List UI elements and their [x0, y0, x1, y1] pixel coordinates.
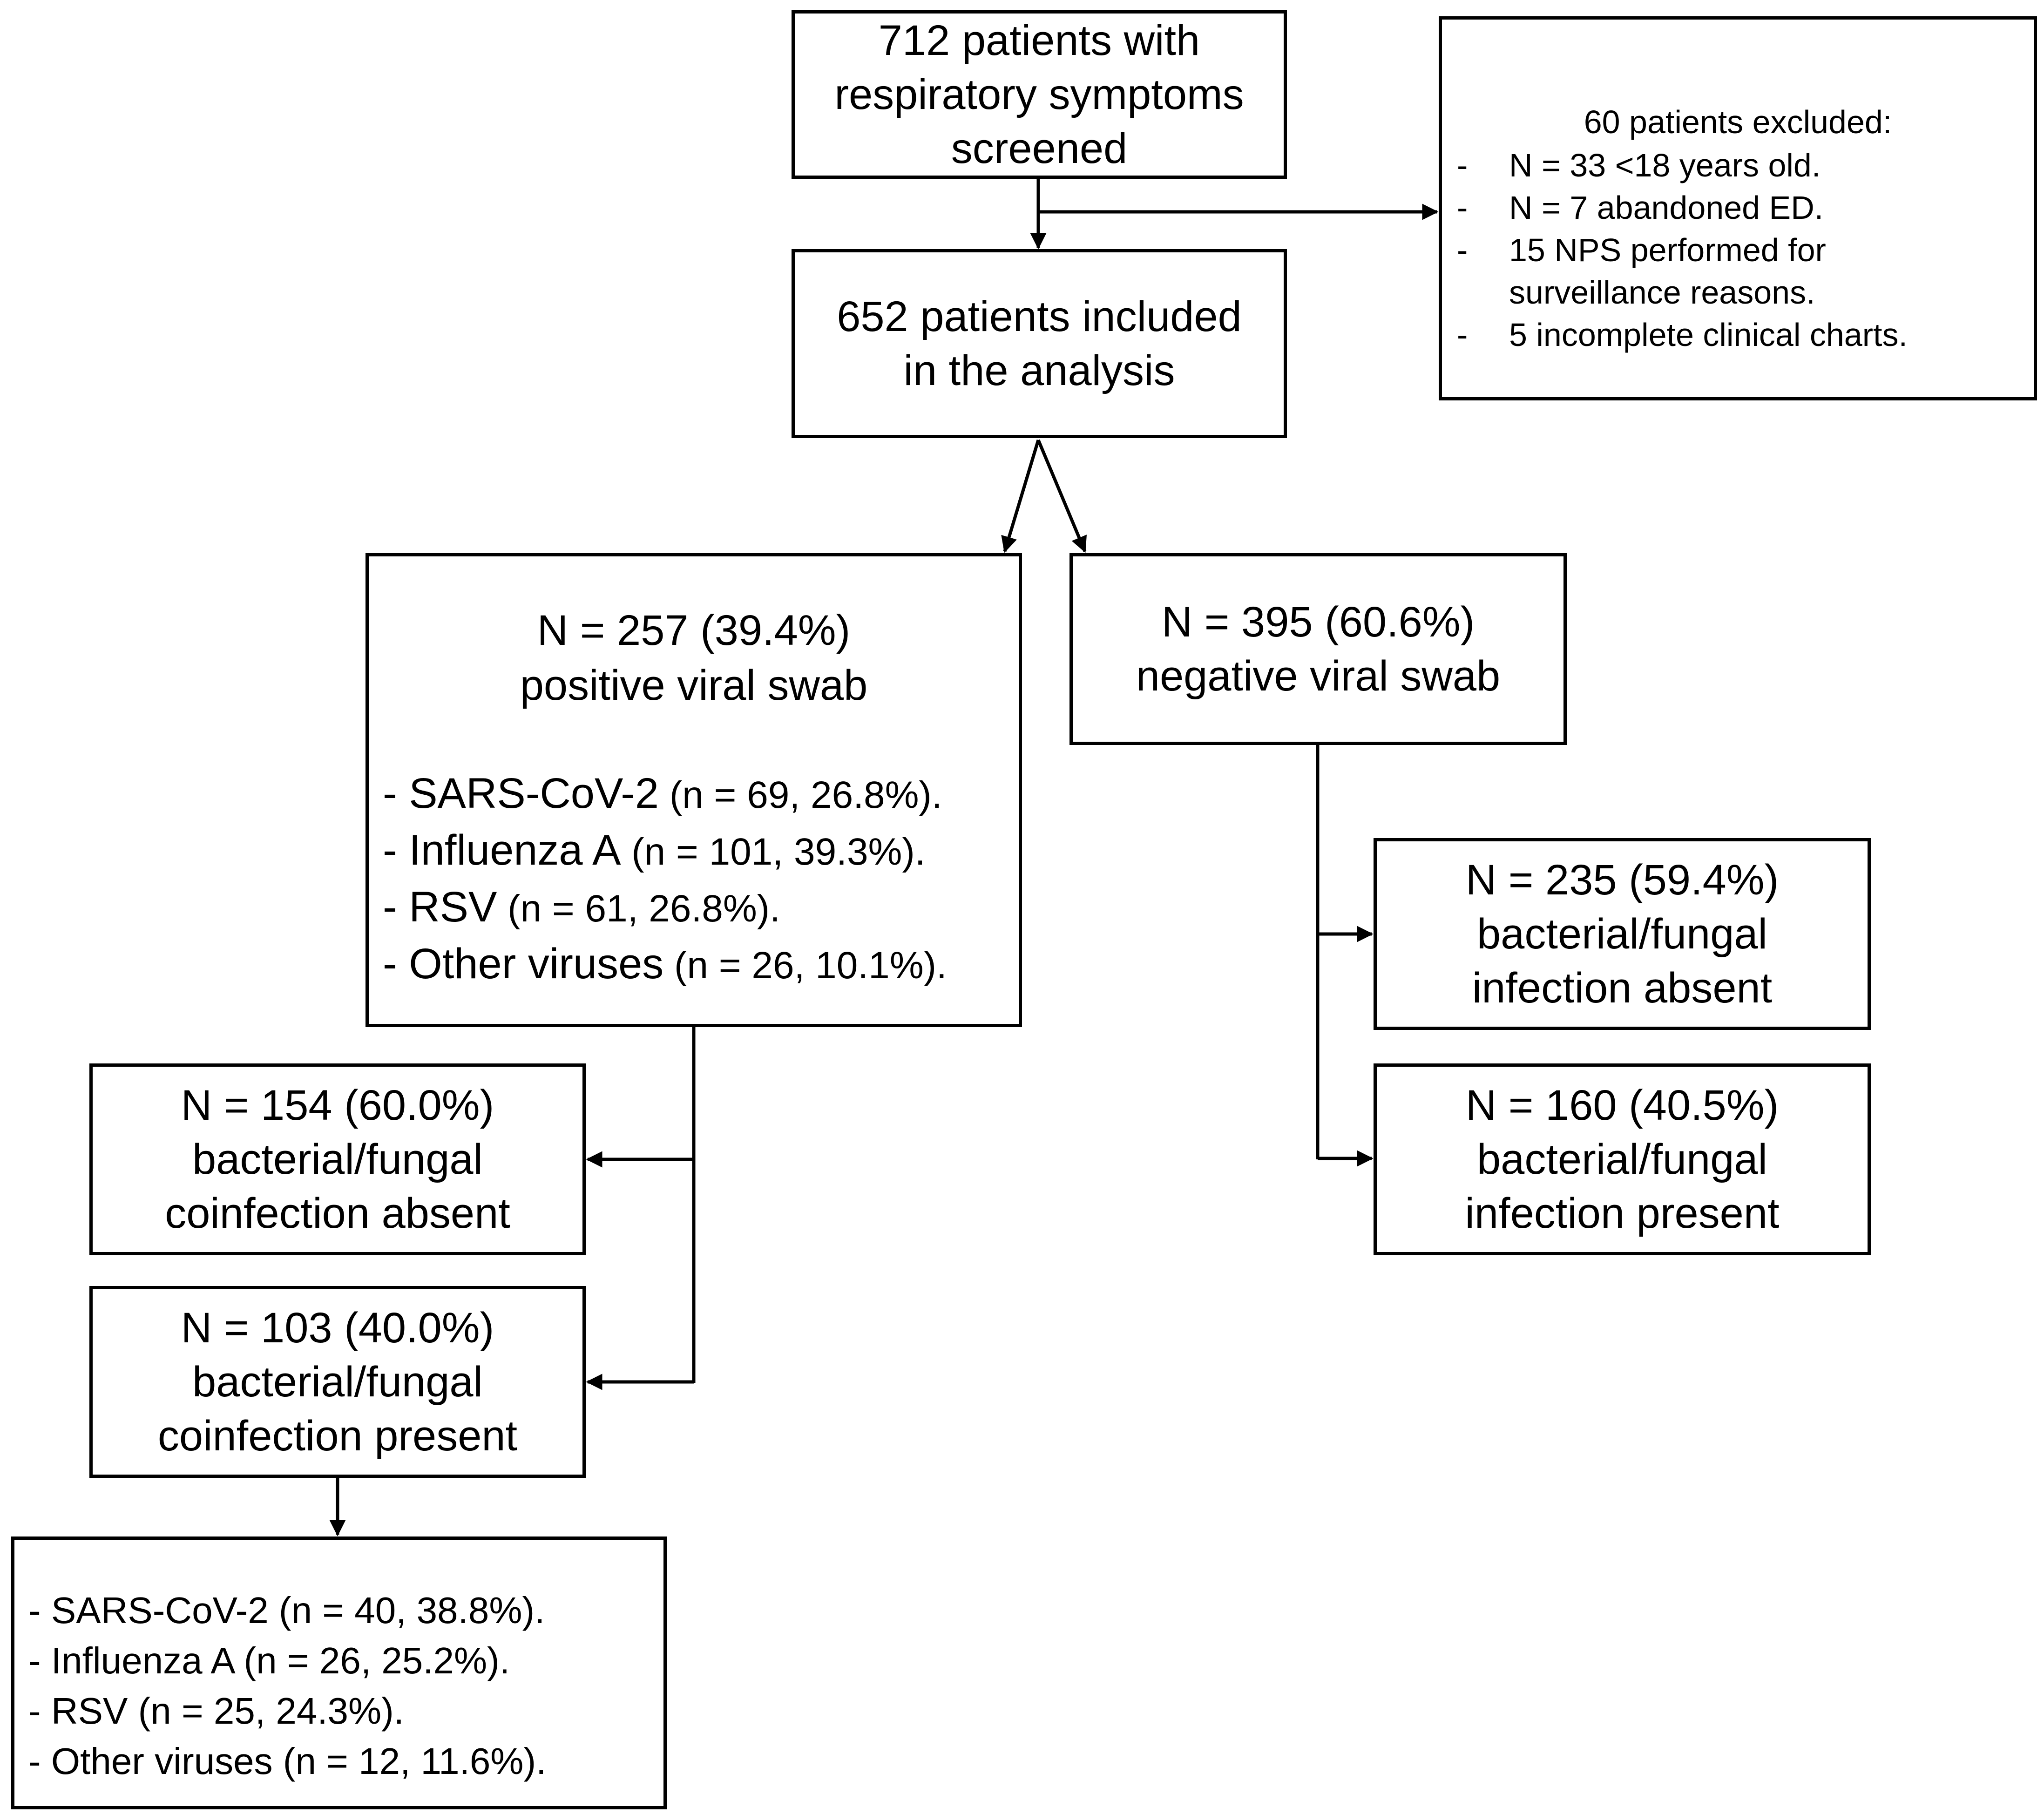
infection-present-count: N = 160 (40.5%)	[1465, 1082, 1779, 1129]
excluded-item: - N = 33 <18 years old.	[1457, 144, 1908, 187]
excluded-item-text: 5 incomplete clinical charts.	[1509, 317, 1908, 353]
virus-item: - SARS-CoV-2 (n = 69, 26.8%).	[383, 766, 947, 823]
coinfection-virus-item: - Other viruses (n = 12, 11.6%).	[28, 1740, 547, 1782]
positive-label: positive viral swab	[520, 662, 868, 709]
infection-absent-line-2: bacterial/fungal	[1477, 910, 1767, 958]
excluded-item-text: N = 33 <18 years old.	[1509, 147, 1821, 183]
excluded-bullet: -	[1457, 147, 1468, 183]
negative-label: negative viral swab	[1136, 652, 1501, 700]
excluded-bullet: -	[1457, 232, 1468, 268]
coinfection-virus-item: - RSV (n = 25, 24.3%).	[28, 1690, 405, 1732]
screened-line-3: screened	[951, 125, 1128, 172]
infection-present-line-2: bacterial/fungal	[1477, 1136, 1767, 1183]
excluded-item-text: N = 7 abandoned ED.	[1509, 190, 1824, 226]
excluded-item-continued: surveillance reasons.	[1457, 271, 1908, 314]
screened-line-1: 712 patients with	[878, 17, 1200, 64]
excluded-bullet: -	[1457, 190, 1468, 226]
coinfection-present-box: N = 103 (40.0%) bacterial/fungal coinfec…	[89, 1286, 586, 1478]
coinfection-virus-item: - Influenza A (n = 26, 25.2%).	[28, 1640, 510, 1681]
infection-absent-line-3: infection absent	[1472, 964, 1773, 1012]
coinfection-virus-list: - SARS-CoV-2 (n = 40, 38.8%). - Influenz…	[28, 1585, 546, 1787]
virus-stat: (n = 101, 39.3%).	[621, 831, 926, 873]
screened-box: 712 patients with respiratory symptoms s…	[792, 10, 1287, 179]
virus-item: - Other viruses (n = 26, 10.1%).	[383, 936, 947, 993]
virus-name: - Other viruses	[383, 940, 664, 988]
coinfection-absent-box: N = 154 (60.0%) bacterial/fungal coinfec…	[89, 1063, 586, 1255]
screened-line-2: respiratory symptoms	[834, 71, 1244, 118]
infection-absent-count: N = 235 (59.4%)	[1465, 856, 1779, 904]
virus-name: - SARS-CoV-2	[383, 770, 659, 817]
virus-stat: (n = 69, 26.8%).	[659, 774, 942, 816]
excluded-list: - N = 33 <18 years old. - N = 7 abandone…	[1457, 144, 1908, 356]
excluded-bullet: -	[1457, 317, 1468, 353]
excluded-item-text: 15 NPS performed for	[1509, 232, 1826, 268]
coinfection-absent-line-3: coinfection absent	[165, 1190, 510, 1237]
coinfection-present-count: N = 103 (40.0%)	[181, 1304, 494, 1352]
positive-header: N = 257 (39.4%) positive viral swab	[369, 603, 1019, 713]
excluded-item: - N = 7 abandoned ED.	[1457, 187, 1908, 229]
included-line-2: in the analysis	[903, 347, 1175, 394]
positive-swab-box: N = 257 (39.4%) positive viral swab - SA…	[365, 553, 1022, 1027]
excluded-box: 60 patients excluded: - N = 33 <18 years…	[1439, 16, 2037, 400]
virus-stat: (n = 61, 26.8%).	[497, 887, 780, 930]
negative-swab-box: N = 395 (60.6%) negative viral swab	[1069, 553, 1567, 745]
arrow-included-to-negative	[1036, 439, 1087, 553]
coinfection-present-line-3: coinfection present	[157, 1412, 518, 1460]
infection-present-line-3: infection present	[1465, 1190, 1780, 1237]
virus-item: - RSV (n = 61, 26.8%).	[383, 880, 947, 936]
coinfection-absent-count: N = 154 (60.0%)	[181, 1082, 494, 1129]
coinfection-virus-item: - SARS-CoV-2 (n = 40, 38.8%).	[28, 1590, 545, 1631]
excluded-bullet-spacer	[1457, 271, 1509, 314]
excluded-item: - 5 incomplete clinical charts.	[1457, 314, 1908, 356]
negative-count: N = 395 (60.6%)	[1161, 598, 1475, 646]
virus-name: - Influenza A	[383, 826, 621, 874]
virus-stat: (n = 26, 10.1%).	[663, 944, 947, 987]
coinfection-virus-box: - SARS-CoV-2 (n = 40, 38.8%). - Influenz…	[11, 1536, 667, 1809]
coinfection-present-line-2: bacterial/fungal	[192, 1358, 483, 1406]
infection-absent-box: N = 235 (59.4%) bacterial/fungal infecti…	[1374, 838, 1871, 1030]
excluded-item-text: surveillance reasons.	[1509, 274, 1815, 311]
excluded-item: - 15 NPS performed for	[1457, 229, 1908, 271]
infection-present-box: N = 160 (40.5%) bacterial/fungal infecti…	[1374, 1063, 1871, 1255]
arrow-included-to-positive	[1001, 439, 1040, 553]
virus-name: - RSV	[383, 883, 497, 931]
virus-item: - Influenza A (n = 101, 39.3%).	[383, 823, 947, 880]
positive-count: N = 257 (39.4%)	[537, 607, 851, 654]
coinfection-absent-line-2: bacterial/fungal	[192, 1136, 483, 1183]
positive-virus-list: - SARS-CoV-2 (n = 69, 26.8%). - Influenz…	[383, 766, 947, 993]
included-line-1: 652 patients included	[837, 293, 1242, 340]
included-box: 652 patients included in the analysis	[792, 249, 1287, 438]
excluded-title: 60 patients excluded:	[1584, 104, 1892, 140]
